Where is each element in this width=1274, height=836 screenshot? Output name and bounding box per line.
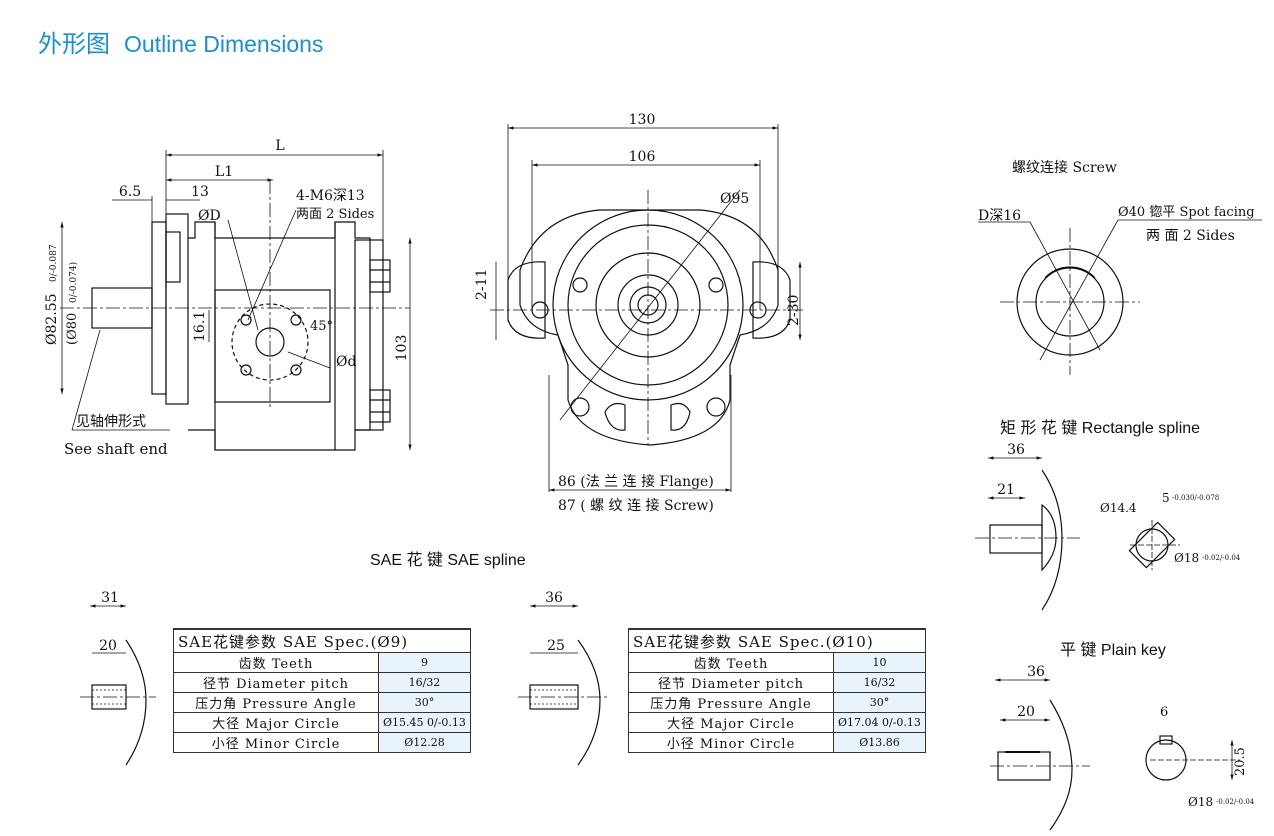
sae10-dim-25: 25 xyxy=(547,638,565,654)
section-plain-key: 平 键 Plain key xyxy=(1060,642,1166,659)
port-face xyxy=(214,289,331,403)
port-sides: 两面 2 Sides xyxy=(296,207,374,222)
rect-dim-5: 5 xyxy=(1162,491,1170,505)
angle-45: 45° xyxy=(310,319,333,334)
screw-port-view xyxy=(978,219,1262,375)
screw-sides: 两 面 2 Sides xyxy=(1146,228,1235,244)
dim-95: Ø95 xyxy=(720,191,749,207)
plain-dim-18-tol: -0.02/-0.04 xyxy=(1216,798,1255,806)
dim-L1: L1 xyxy=(215,164,233,180)
dim-od: Ød xyxy=(336,354,356,370)
section-sae-spline: SAE 花 键 SAE spline xyxy=(370,552,526,569)
plain-dim-20: 20 xyxy=(1017,704,1035,720)
sae9-spec-header: SAE花键参数 SAE Spec.(Ø9) xyxy=(173,628,471,653)
rect-dim-5-tol: -0.030/-0.078 xyxy=(1172,494,1219,502)
side-view xyxy=(60,150,412,451)
rect-dim-18: Ø18 xyxy=(1174,551,1199,565)
dim-106: 106 xyxy=(629,149,656,165)
section-rect-spline: 矩 形 花 键 Rectangle spline xyxy=(1000,420,1201,437)
plain-dim-20-5: 20.5 xyxy=(1233,747,1248,776)
dim-flange: 86 (法 兰 连 接 Flange) xyxy=(558,473,714,490)
flange-outline xyxy=(519,209,779,446)
sae9-dim-20: 20 xyxy=(99,638,117,654)
dim-2-11: 2-11 xyxy=(474,269,490,300)
dim-103: 103 xyxy=(394,335,410,362)
dia-main: Ø82.55 xyxy=(44,293,60,345)
dia-alt-tol: 0/-0.074) xyxy=(68,262,79,303)
front-view xyxy=(490,124,805,492)
screw-spot: Ø40 锪平 Spot facing xyxy=(1118,204,1255,220)
bolt-top xyxy=(369,259,391,293)
dim-16-1: 16.1 xyxy=(192,311,208,342)
bolt-bottom xyxy=(369,389,391,423)
rect-dim-18-tol: -0.02/-0.04 xyxy=(1202,554,1241,562)
rect-dim-14-4: Ø14.4 xyxy=(1100,501,1137,515)
dia-alt: (Ø80 xyxy=(65,313,80,345)
rect-spline-view xyxy=(975,456,1180,611)
dim-L: L xyxy=(275,138,284,154)
title-cn: 外形图 xyxy=(38,30,110,58)
sae10-shaft-view xyxy=(518,604,608,766)
dim-oD: ØD xyxy=(198,208,221,224)
sae9-dim-31: 31 xyxy=(101,590,119,606)
screw-title: 螺纹连接 Screw xyxy=(1012,159,1117,176)
rect-dim-36: 36 xyxy=(1007,442,1025,458)
sae10-spec-header: SAE花键参数 SAE Spec.(Ø10) xyxy=(628,628,926,653)
dim-130: 130 xyxy=(629,112,656,128)
plain-key-view xyxy=(990,678,1240,831)
dim-screw: 87 ( 螺 纹 连 接 Screw) xyxy=(558,497,714,514)
plain-dim-18: Ø18 xyxy=(1188,795,1213,809)
dim-2-30: 2-30 xyxy=(786,295,802,326)
title-en: Outline Dimensions xyxy=(124,31,324,57)
shaft-en: See shaft end xyxy=(64,440,168,458)
rect-dim-21: 21 xyxy=(997,482,1015,498)
page-title: 外形图 Outline Dimensions xyxy=(38,24,323,59)
dia-main-tol: 0/-0.087 xyxy=(49,244,59,282)
shaft-cn: 见轴伸形式 xyxy=(76,414,146,430)
screw-depth: D深16 xyxy=(978,208,1021,224)
sae9-shaft-view xyxy=(80,604,156,766)
port-thread: 4-M6深13 xyxy=(296,188,365,204)
plain-dim-6: 6 xyxy=(1160,705,1168,720)
sae10-dim-36: 36 xyxy=(545,590,563,606)
dim-13: 13 xyxy=(191,184,209,200)
dim-6-5: 6.5 xyxy=(119,184,141,200)
pump-body xyxy=(188,221,371,451)
plain-dim-36: 36 xyxy=(1027,664,1045,680)
